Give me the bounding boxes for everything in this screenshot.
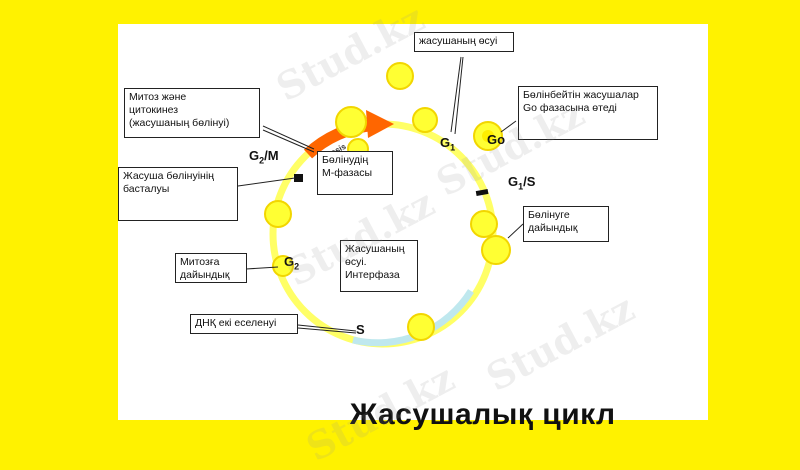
phase-g1s: G1/S <box>508 174 536 192</box>
phase-g2m: G2/M <box>249 148 279 166</box>
slide-panel: Mitosis G1 Go G1/S G2/M G2 S жасушаның ө… <box>118 24 708 431</box>
connector-division-start <box>237 177 296 187</box>
label-m-phase: Бөлінудің М-фазасы <box>317 151 393 195</box>
label-interphase: Жасушаның өсуі. Интерфаза <box>340 240 418 292</box>
page-title: Жасушалық цикл <box>350 398 616 431</box>
label-prep-division: Бөлінуге дайындық <box>523 206 609 242</box>
connector-prep-mitosis <box>245 266 279 270</box>
cell-blob-prep <box>481 235 511 265</box>
connector-dna <box>297 324 357 332</box>
phase-g1: G1 <box>440 135 456 153</box>
label-division-start: Жасуша бөлінуінің басталуы <box>118 167 238 221</box>
phase-g0: Go <box>487 132 506 147</box>
connector-cell-growth <box>454 56 464 135</box>
label-dna-doubling: ДНҚ екі еселенуі <box>190 314 298 334</box>
connector-mitosis-2 <box>262 129 315 153</box>
label-cell-growth-top: жасушаның өсуі <box>414 32 514 52</box>
connector-dna-2 <box>297 327 357 334</box>
cell-blob-right <box>470 210 498 238</box>
connector-prep-division <box>507 223 524 239</box>
cell-blob-g0-inner <box>482 130 494 142</box>
phase-g2: G2 <box>284 254 300 272</box>
cell-blob-g1 <box>412 107 438 133</box>
cell-blob-left-low <box>272 255 294 277</box>
cell-blob-upper-left <box>335 106 367 138</box>
label-non-dividing-cells: Бөлінбейтін жасушалар Go фазасына өтеді <box>518 86 658 140</box>
label-mitosis-cytokinesis: Митоз және цитокинез (жасушаның бөлінуі) <box>124 88 260 138</box>
connectors <box>237 56 524 334</box>
label-prep-mitosis: Митозға дайындық <box>175 253 247 283</box>
checkpoint-g1s <box>475 188 489 196</box>
cell-blob-left <box>264 200 292 228</box>
connector-mitosis <box>262 125 315 150</box>
mitosis-arrowhead <box>366 110 394 138</box>
phase-s: S <box>356 322 365 337</box>
connector-cell-growth-2 <box>450 56 462 133</box>
cell-blob-s <box>407 313 435 341</box>
connector-go <box>500 120 517 133</box>
cell-cycle-diagram: Mitosis <box>237 56 524 348</box>
checkpoint-g2m <box>294 174 303 182</box>
cell-blob-top <box>386 62 414 90</box>
